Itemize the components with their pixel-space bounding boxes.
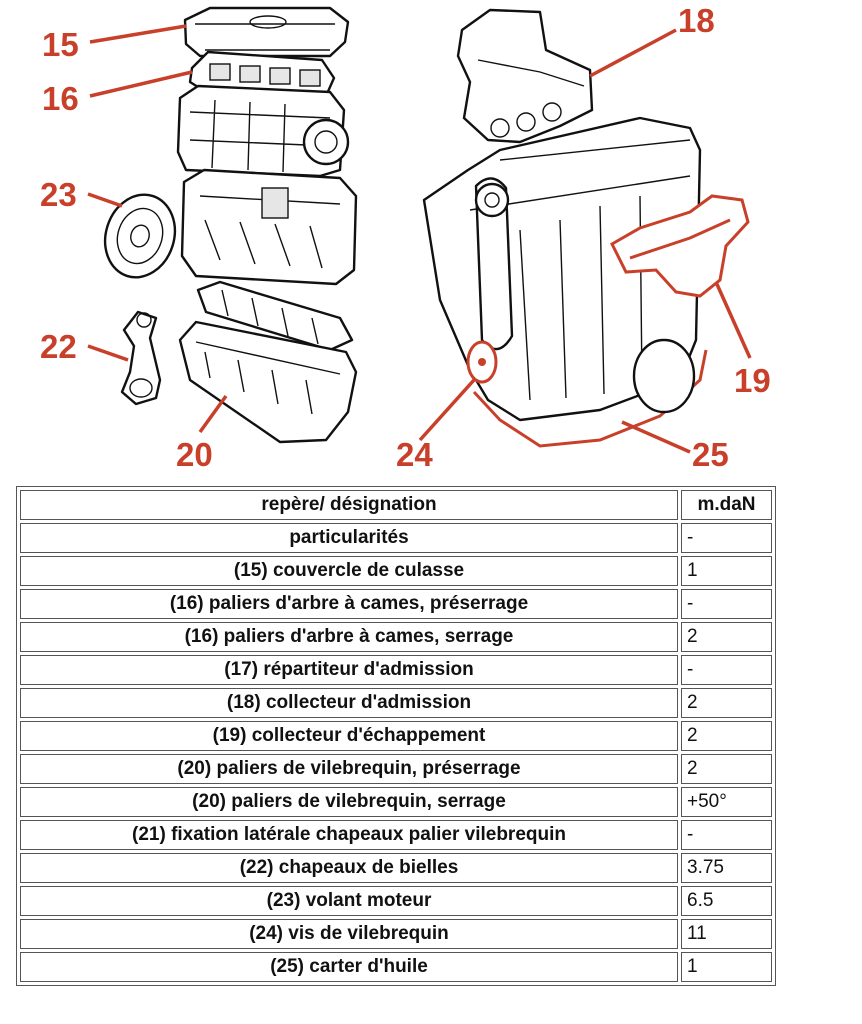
- table-row: (16) paliers d'arbre à cames, préserrage…: [20, 589, 772, 619]
- table-row: (20) paliers de vilebrequin, serrage+50°: [20, 787, 772, 817]
- row-value: 2: [681, 754, 772, 784]
- crank-pulley-bolt-24: [466, 340, 498, 384]
- row-value: 2: [681, 622, 772, 652]
- row-designation: (20) paliers de vilebrequin, serrage: [20, 787, 678, 817]
- row-designation: (15) couvercle de culasse: [20, 556, 678, 586]
- row-value: -: [681, 523, 772, 553]
- row-value: 1: [681, 556, 772, 586]
- callout-20: 20: [176, 436, 213, 473]
- leader-20: [198, 394, 228, 434]
- leader-24: [418, 378, 476, 442]
- row-designation: particularités: [20, 523, 678, 553]
- leader-15: [89, 24, 187, 44]
- row-value: -: [681, 655, 772, 685]
- assembled-engine: [422, 116, 702, 422]
- torque-table: repère/ désignation m.daN particularités…: [16, 486, 776, 986]
- exhaust-manifold-19: [610, 194, 750, 298]
- row-designation: (17) répartiteur d'admission: [20, 655, 678, 685]
- row-value: 1: [681, 952, 772, 982]
- callout-23: 23: [40, 176, 77, 213]
- valve-cover-15: [183, 6, 350, 58]
- row-value: 11: [681, 919, 772, 949]
- row-designation: (25) carter d'huile: [20, 952, 678, 982]
- table-row: particularités-: [20, 523, 772, 553]
- cylinder-head: [176, 84, 350, 178]
- row-designation: (18) collecteur d'admission: [20, 688, 678, 718]
- row-value: 2: [681, 721, 772, 751]
- callout-22: 22: [40, 328, 77, 365]
- callout-25: 25: [692, 436, 729, 473]
- row-value: -: [681, 589, 772, 619]
- intake-manifold-18: [456, 8, 594, 144]
- callout-18: 18: [678, 2, 715, 39]
- oil-pan-25: [472, 338, 708, 448]
- row-value: 3.75: [681, 853, 772, 883]
- row-designation: (16) paliers d'arbre à cames, serrage: [20, 622, 678, 652]
- row-designation: (24) vis de vilebrequin: [20, 919, 678, 949]
- callout-16: 16: [42, 80, 79, 117]
- table-row: (17) répartiteur d'admission-: [20, 655, 772, 685]
- header-unit: m.daN: [681, 490, 772, 520]
- leader-22: [87, 344, 129, 362]
- engine-diagram: 15 16 23 22 20 18 19 24 25: [40, 2, 771, 473]
- camshaft-bearings-16: [188, 50, 336, 98]
- leader-23: [87, 192, 123, 208]
- row-value: -: [681, 820, 772, 850]
- callout-24: 24: [396, 436, 433, 473]
- leader-25: [621, 420, 691, 454]
- table-row: (21) fixation latérale chapeaux palier v…: [20, 820, 772, 850]
- row-designation: (22) chapeaux de bielles: [20, 853, 678, 883]
- leader-18: [589, 28, 677, 78]
- table-header-row: repère/ désignation m.daN: [20, 490, 772, 520]
- header-designation: repère/ désignation: [20, 490, 678, 520]
- row-designation: (16) paliers d'arbre à cames, préserrage: [20, 589, 678, 619]
- row-designation: (23) volant moteur: [20, 886, 678, 916]
- row-value: 6.5: [681, 886, 772, 916]
- engine-block: [180, 168, 358, 286]
- engine-figure: 15 16 23 22 20 18 19 24 25: [0, 0, 862, 478]
- leader-16: [89, 70, 193, 98]
- crankcase-20: [178, 320, 358, 444]
- flywheel-23: [103, 193, 177, 279]
- row-value: +50°: [681, 787, 772, 817]
- leader-19: [714, 281, 752, 359]
- callout-19: 19: [734, 362, 771, 399]
- row-designation: (21) fixation latérale chapeaux palier v…: [20, 820, 678, 850]
- crankshaft: [196, 280, 354, 352]
- row-designation: (20) paliers de vilebrequin, préserrage: [20, 754, 678, 784]
- row-designation: (19) collecteur d'échappement: [20, 721, 678, 751]
- callout-15: 15: [42, 26, 79, 63]
- connecting-rod-22: [120, 310, 162, 406]
- row-value: 2: [681, 688, 772, 718]
